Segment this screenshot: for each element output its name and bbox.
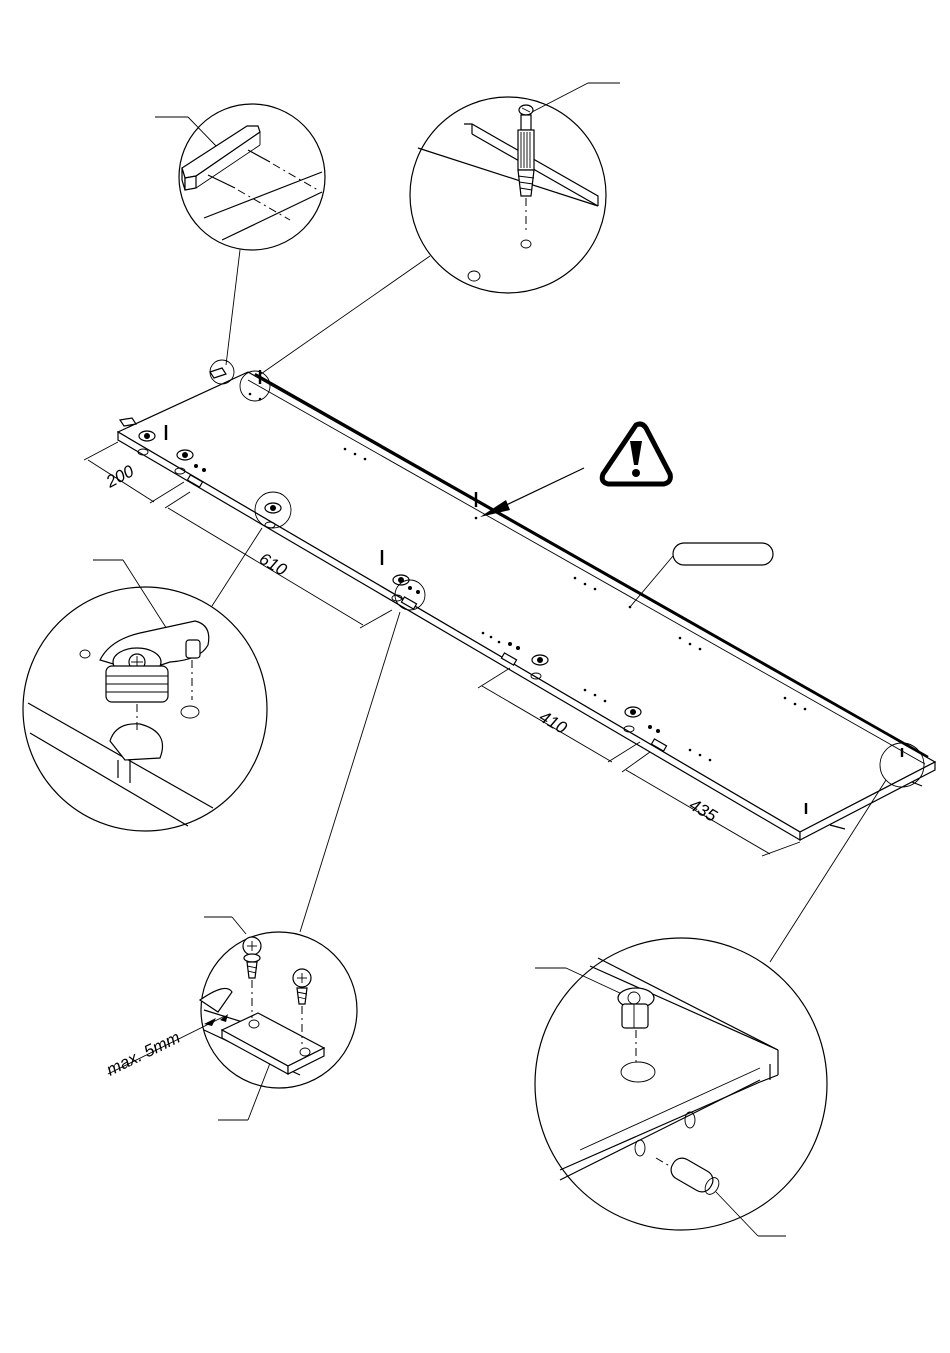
dimension-200: 200	[102, 461, 137, 492]
panel-label-callout	[630, 543, 773, 607]
detail-cam-lock	[23, 492, 291, 831]
dimension-435: 435	[686, 795, 721, 826]
cam-lock-1	[139, 431, 155, 441]
detail-corner-dowel	[535, 743, 924, 1236]
dimension-410: 410	[536, 707, 571, 738]
warning-triangle-icon	[602, 424, 670, 484]
cam-lock-6	[625, 707, 641, 717]
warning-arrow	[480, 468, 584, 517]
max-gap-label: max. 5mm	[103, 1028, 183, 1080]
detail-end-block	[155, 104, 325, 384]
cam-lock-5	[532, 655, 548, 665]
cam-lock-3	[265, 503, 281, 513]
cam-lock-2	[177, 450, 193, 460]
dimension-610: 610	[256, 549, 291, 580]
